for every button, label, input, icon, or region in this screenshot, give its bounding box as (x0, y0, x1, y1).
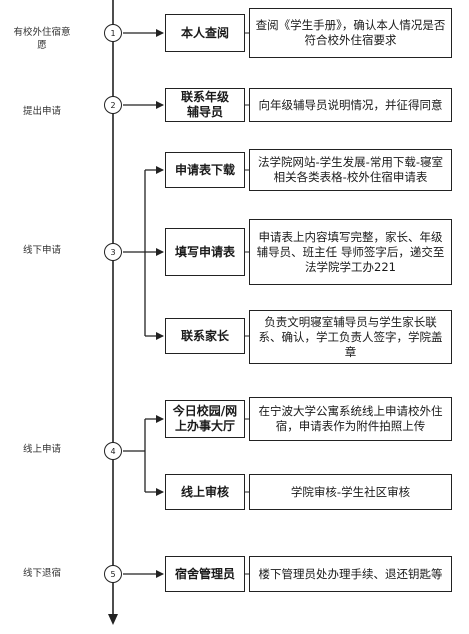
role-box-fill-form: 填写申请表 (165, 228, 245, 276)
role-box-self-check: 本人查阅 (165, 14, 245, 52)
role-box-online-review: 线上审核 (165, 474, 245, 510)
desc-box-self-check: 查阅《学生手册》，确认本人情况是否符合校外住宿要求 (249, 8, 452, 58)
desc-box-online-hall: 在宁波大学公寓系统线上申请校外住宿，申请表作为附件拍照上传 (249, 397, 452, 441)
desc-box-download-form: 法学院网站-学生发展-常用下载-寝室相关各类表格-校外住宿申请表 (249, 149, 452, 191)
stage-label-5: 线下退宿 (22, 568, 61, 579)
role-box-contact-counselor: 联系年级辅导员 (165, 88, 245, 122)
stage-number-1: 1 (104, 24, 122, 42)
desc-box-contact-counselor: 向年级辅导员说明情况，并征得同意 (249, 88, 452, 122)
stage-number-5: 5 (104, 565, 122, 583)
role-box-online-hall: 今日校园/网上办事大厅 (165, 400, 245, 438)
stage-number-3: 3 (104, 243, 122, 261)
role-box-contact-parents: 联系家长 (165, 318, 245, 354)
timeline-arrow-icon (108, 614, 118, 625)
desc-box-dorm-manager: 楼下管理员处办理手续、退还钥匙等 (249, 556, 452, 592)
role-box-dorm-manager: 宿舍管理员 (165, 556, 245, 592)
desc-box-contact-parents: 负责文明寝室辅导员与学生家长联系、确认，学工负责人签字，学院盖章 (249, 310, 452, 364)
stage-label-2: 提出申请 (22, 106, 61, 117)
stage-label-1: 有校外住宿意愿 (13, 27, 71, 51)
desc-box-online-review: 学院审核-学生社区审核 (249, 474, 452, 510)
stage-number-4: 4 (104, 442, 122, 460)
desc-box-fill-form: 申请表上内容填写完整，家长、年级辅导员、班主任 导师签字后，递交至法学院学工办2… (249, 219, 452, 285)
stage-label-4: 线上申请 (22, 444, 61, 455)
role-box-download-form: 申请表下载 (165, 152, 245, 188)
stage-label-3: 线下申请 (22, 245, 61, 256)
stage-number-2: 2 (104, 96, 122, 114)
